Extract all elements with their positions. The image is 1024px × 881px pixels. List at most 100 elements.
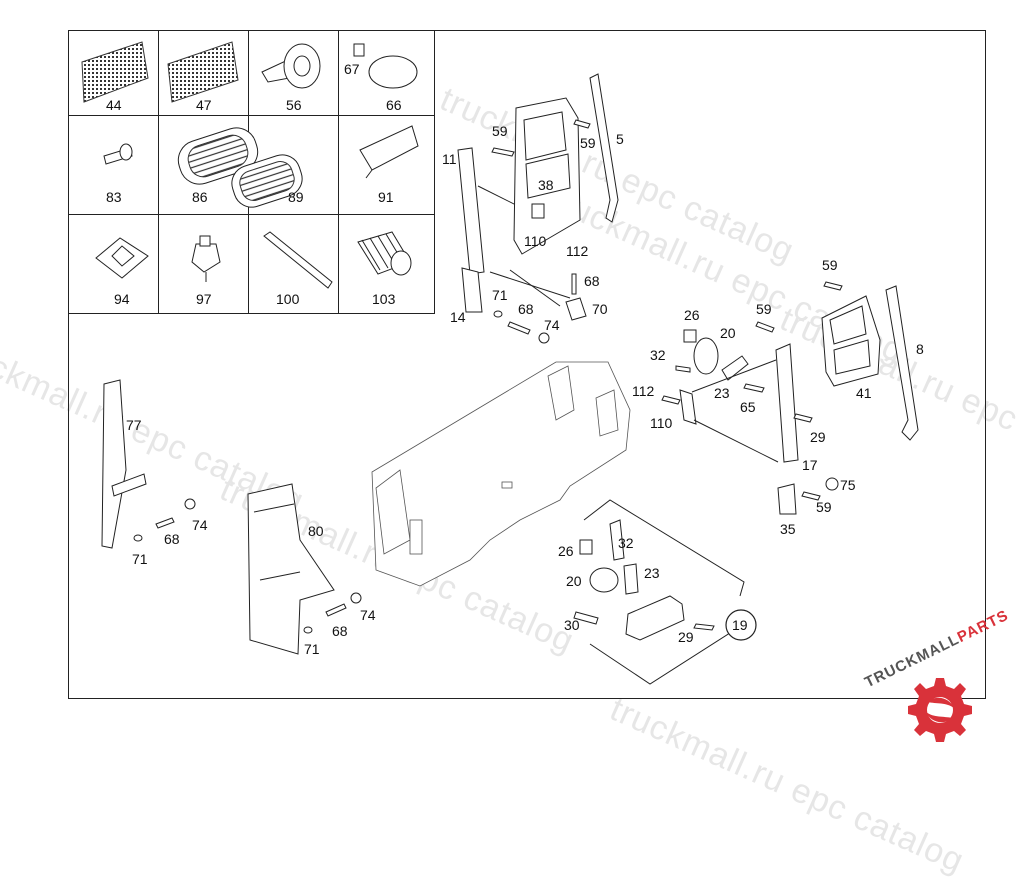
- rear-panel-11: [457, 147, 535, 313]
- callout-29: 29: [810, 429, 826, 445]
- callout-26: 26: [684, 307, 700, 323]
- legend-label: 97: [196, 291, 212, 307]
- callout-74: 74: [544, 317, 560, 333]
- parts-diagram: 44 47 56 67 66 83 86 89 91 94 97 100 103…: [68, 30, 986, 742]
- callout-59: 59: [492, 123, 508, 139]
- screw-59-c: [823, 281, 843, 291]
- screw-59-e: [801, 491, 821, 501]
- pillar-80: [247, 483, 335, 655]
- callout-11: 11: [442, 151, 457, 167]
- callout-77: 77: [126, 417, 142, 433]
- window-frame-38: [513, 97, 581, 255]
- screw-59-b: [573, 119, 591, 129]
- callout-59: 59: [816, 499, 832, 515]
- callout-59: 59: [822, 257, 838, 273]
- callout-32: 32: [618, 535, 634, 551]
- screw-68-b: [507, 321, 531, 335]
- legend-table: [68, 30, 435, 314]
- callout-74: 74: [192, 517, 208, 533]
- callout-35: 35: [780, 521, 796, 537]
- callout-68: 68: [164, 531, 180, 547]
- handle-assembly-upper: [675, 329, 779, 463]
- diagram-frame: [68, 30, 986, 699]
- callout-41: 41: [856, 385, 872, 401]
- screw-112-b: [661, 395, 681, 405]
- callout-59: 59: [580, 135, 596, 151]
- callout-19: 19: [732, 617, 748, 633]
- cap-74-b: [184, 498, 196, 510]
- legend-label: 94: [114, 291, 130, 307]
- legend-labels: 44 47 56 67 66 83 86 89 91 94 97 100 103: [106, 61, 402, 307]
- callout-5: 5: [616, 131, 624, 147]
- screw-83: [103, 143, 133, 165]
- callout-112: 112: [632, 383, 655, 399]
- callout-30: 30: [564, 617, 580, 633]
- cable-tie-100: [263, 231, 333, 289]
- callout-68: 68: [584, 273, 600, 289]
- callout-20: 20: [720, 325, 736, 341]
- legend-label: 56: [286, 97, 302, 113]
- pillar-17: [775, 343, 799, 515]
- callout-70: 70: [592, 301, 608, 317]
- bracket-91: [359, 125, 419, 179]
- cap-75: [825, 477, 839, 491]
- screw-68-d: [325, 603, 347, 617]
- callout-75: 75: [840, 477, 856, 493]
- legend-label: 83: [106, 189, 122, 205]
- legend-label: 66: [386, 97, 402, 113]
- callout-59: 59: [756, 301, 772, 317]
- callout-17: 17: [802, 457, 818, 473]
- legend-label: 91: [378, 189, 394, 205]
- plug-97: [191, 235, 221, 282]
- callout-110: 110: [650, 415, 673, 431]
- ring-66: [368, 55, 418, 89]
- callout-71: 71: [304, 641, 320, 657]
- mount-plate-94: [95, 237, 149, 279]
- screw-29-a: [793, 413, 813, 423]
- legend-label: 89: [288, 189, 304, 205]
- callout-23: 23: [714, 385, 730, 401]
- pillar-77: [101, 379, 147, 549]
- window-frame-41: [821, 295, 881, 387]
- cap-74-a: [538, 332, 550, 344]
- vent-89: [231, 154, 303, 208]
- callout-65: 65: [740, 399, 756, 415]
- callout-circle-19: [725, 609, 757, 641]
- mesh-panel-44: [81, 41, 149, 103]
- callout-80: 80: [308, 523, 324, 539]
- callout-74: 74: [360, 607, 376, 623]
- bracket-70: [489, 269, 587, 321]
- callout-32: 32: [650, 347, 666, 363]
- callout-labels: 59 59 5 11 38 110 112 68 71 68 74 70 14 …: [126, 123, 924, 657]
- cap-74-c: [350, 592, 362, 604]
- callout-29: 29: [678, 629, 694, 645]
- clip-67: [353, 43, 365, 57]
- nut-71-a: [493, 310, 503, 318]
- screw-68-a: [571, 273, 577, 295]
- truckmall-logo: [908, 678, 972, 742]
- callout-14: 14: [450, 309, 466, 325]
- callout-8: 8: [916, 341, 924, 357]
- nut-71-b: [133, 534, 143, 542]
- cab-body-outline: [371, 361, 631, 587]
- screw-59-d: [755, 321, 775, 333]
- callout-71: 71: [492, 287, 508, 303]
- trim-strip-5: [589, 73, 619, 223]
- callout-71: 71: [132, 551, 148, 567]
- screw-68-c: [155, 517, 175, 529]
- legend-label: 47: [196, 97, 212, 113]
- callout-112: 112: [566, 243, 589, 259]
- callout-68: 68: [518, 301, 534, 317]
- handle-assembly-19: [573, 499, 745, 685]
- mesh-panel-47: [167, 41, 239, 103]
- bellows-boot-103: [357, 231, 412, 276]
- callout-26: 26: [558, 543, 574, 559]
- legend-label: 86: [192, 189, 208, 205]
- callout-23: 23: [644, 565, 660, 581]
- tape-roll-56: [261, 43, 321, 89]
- callout-110: 110: [524, 233, 547, 249]
- callout-68: 68: [332, 623, 348, 639]
- callout-38: 38: [538, 177, 554, 193]
- callout-20: 20: [566, 573, 582, 589]
- legend-label: 67: [344, 61, 360, 77]
